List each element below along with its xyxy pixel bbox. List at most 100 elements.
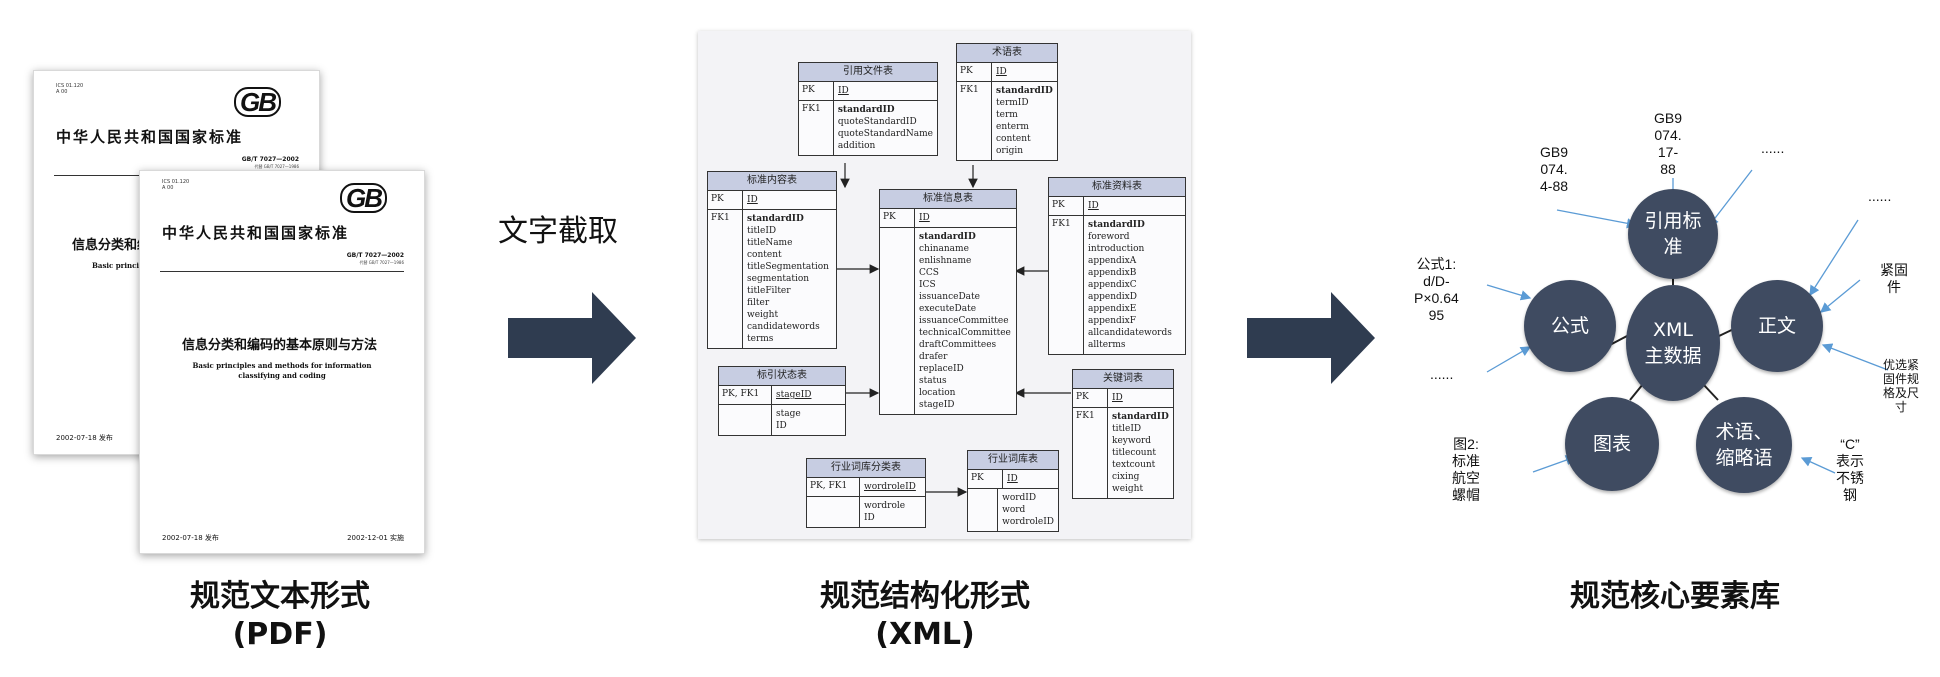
field: titleID bbox=[1112, 424, 1142, 434]
pk-label: PK, FK1 bbox=[719, 386, 772, 404]
doc-classification-code: ICS 01.120 A 00 bbox=[162, 179, 190, 191]
note-ellipsis-right: ...... bbox=[1868, 188, 1892, 204]
field: location bbox=[919, 388, 956, 398]
field: standardID bbox=[837, 105, 895, 115]
field: ID bbox=[776, 421, 787, 431]
note-figure2: 图2: 标准 航空 螺帽 bbox=[1452, 436, 1480, 503]
pk-field: stageID bbox=[776, 390, 812, 400]
field: allterms bbox=[1088, 340, 1126, 350]
field: candidatewords bbox=[747, 322, 820, 332]
pk-field: ID bbox=[1112, 393, 1123, 403]
doc-title: 信息分类和编码的基本原则与方法 bbox=[182, 338, 378, 353]
field: weight bbox=[747, 310, 779, 320]
node-formula: 公式 bbox=[1524, 280, 1616, 372]
pk-label: PK bbox=[1073, 389, 1108, 407]
doc-implement-date: 2002-12-01 实施 bbox=[347, 534, 404, 542]
doc-classification-code: ICS 01.120 A 00 bbox=[56, 83, 84, 95]
pk-label: PK bbox=[880, 209, 915, 227]
pk-field: wordroleID bbox=[864, 482, 916, 492]
xml-schema-diagram: 引用文件表 PK ID FK1 standardID quoteStandardI… bbox=[698, 31, 1191, 539]
field: standardID bbox=[1112, 412, 1169, 422]
field: wordrole bbox=[864, 501, 906, 511]
field: technicalCommittee bbox=[919, 328, 1011, 338]
field: executeDate bbox=[919, 304, 977, 314]
field: appendixF bbox=[1088, 316, 1136, 326]
field: appendixB bbox=[1088, 268, 1137, 278]
node-body-text: 正文 bbox=[1731, 280, 1823, 372]
pdf-caption: 规范文本形式 (PDF) bbox=[150, 578, 410, 654]
pk-field: ID bbox=[747, 195, 758, 205]
doc-organization: 中华人民共和国国家标准 bbox=[56, 128, 244, 146]
fk-label: FK1 bbox=[1073, 408, 1108, 498]
field: titleFilter bbox=[747, 286, 791, 296]
field: stage bbox=[776, 409, 801, 419]
field: wordID bbox=[1002, 493, 1037, 503]
field: addition bbox=[837, 141, 876, 151]
field: standardID bbox=[919, 232, 976, 242]
note-gb9074-4: GB9 074. 4-88 bbox=[1540, 144, 1569, 194]
doc-english-title: Basic principles and methods for informa… bbox=[170, 361, 394, 381]
doc-english-title-line1: Basic principles and methods for informa… bbox=[192, 361, 372, 370]
field: origin bbox=[996, 146, 1024, 156]
fk-label: FK1 bbox=[1049, 216, 1084, 354]
doc-issue-date: 2002-07-18 发布 bbox=[162, 534, 219, 542]
field: foreword bbox=[1088, 232, 1130, 242]
doc-english-title-line2: classifying and coding bbox=[238, 371, 326, 380]
note-fastener: 紧固 件 bbox=[1880, 262, 1908, 295]
field: standardID bbox=[747, 214, 804, 224]
field: standardID bbox=[996, 86, 1053, 96]
field: appendixE bbox=[1088, 304, 1137, 314]
field: replaceID bbox=[919, 364, 964, 374]
field: allcandidatewords bbox=[1088, 328, 1172, 338]
field: wordroleID bbox=[1002, 517, 1054, 527]
note-ellipsis-top: ...... bbox=[1761, 140, 1785, 156]
pk-label: PK, FK1 bbox=[807, 478, 860, 496]
arrow-label-text-extraction: 文字截取 bbox=[498, 214, 618, 249]
field: appendixA bbox=[1088, 256, 1137, 266]
doc-standard-number: GB/T 7027—2002 bbox=[241, 156, 299, 163]
node-xml-master-data: XML 主数据 bbox=[1626, 285, 1720, 401]
xml-caption-line2: (XML) bbox=[875, 617, 975, 652]
field: enterm bbox=[996, 122, 1029, 132]
xml-caption-line1: 规范结构化形式 bbox=[820, 579, 1030, 614]
pdf-document-front: ICS 01.120 A 00 GB 中华人民共和国国家标准 GB/T 7027… bbox=[139, 170, 425, 554]
field: drafer bbox=[919, 352, 948, 362]
doc-standard-replace: 代替 GB/T 7027—1986 bbox=[359, 260, 404, 265]
field: appendixD bbox=[1088, 292, 1137, 302]
gb-logo: GB bbox=[340, 183, 387, 213]
field: stageID bbox=[919, 400, 955, 410]
doc-issue-date: 2002-07-18 发布 bbox=[56, 434, 113, 442]
field: titlecount bbox=[1112, 448, 1156, 458]
entity-title: 标准内容表 bbox=[708, 172, 836, 191]
pk-field: ID bbox=[996, 67, 1007, 77]
field: weight bbox=[1112, 484, 1144, 494]
note-c-stainless-steel: “C” 表示 不锈 钢 bbox=[1836, 436, 1864, 503]
field: issuanceDate bbox=[919, 292, 980, 302]
doc-standard-replace: 代替 GB/T 7027—1986 bbox=[254, 164, 299, 169]
field: titleName bbox=[747, 238, 793, 248]
field: enlishname bbox=[919, 256, 972, 266]
right-arrow-2 bbox=[1247, 292, 1375, 384]
pk-field: ID bbox=[919, 213, 930, 223]
field: titleSegmentation bbox=[747, 262, 829, 272]
field: titleID bbox=[747, 226, 777, 236]
entity-title: 行业词库分类表 bbox=[807, 459, 925, 478]
field: quoteStandardID bbox=[837, 117, 917, 127]
field: standardID bbox=[1088, 220, 1145, 230]
field: chinaname bbox=[919, 244, 969, 254]
field: cixing bbox=[1112, 472, 1140, 482]
pk-field: ID bbox=[1007, 474, 1018, 484]
pk-field: ID bbox=[838, 86, 849, 96]
pk-label: PK bbox=[968, 470, 1003, 488]
pk-label: PK bbox=[708, 191, 743, 209]
note-ellipsis-left: ...... bbox=[1430, 366, 1454, 382]
entity-title: 关键词表 bbox=[1073, 370, 1173, 389]
entity-title: 引用文件表 bbox=[799, 63, 937, 82]
pdf-caption-line2: (PDF) bbox=[232, 617, 328, 652]
